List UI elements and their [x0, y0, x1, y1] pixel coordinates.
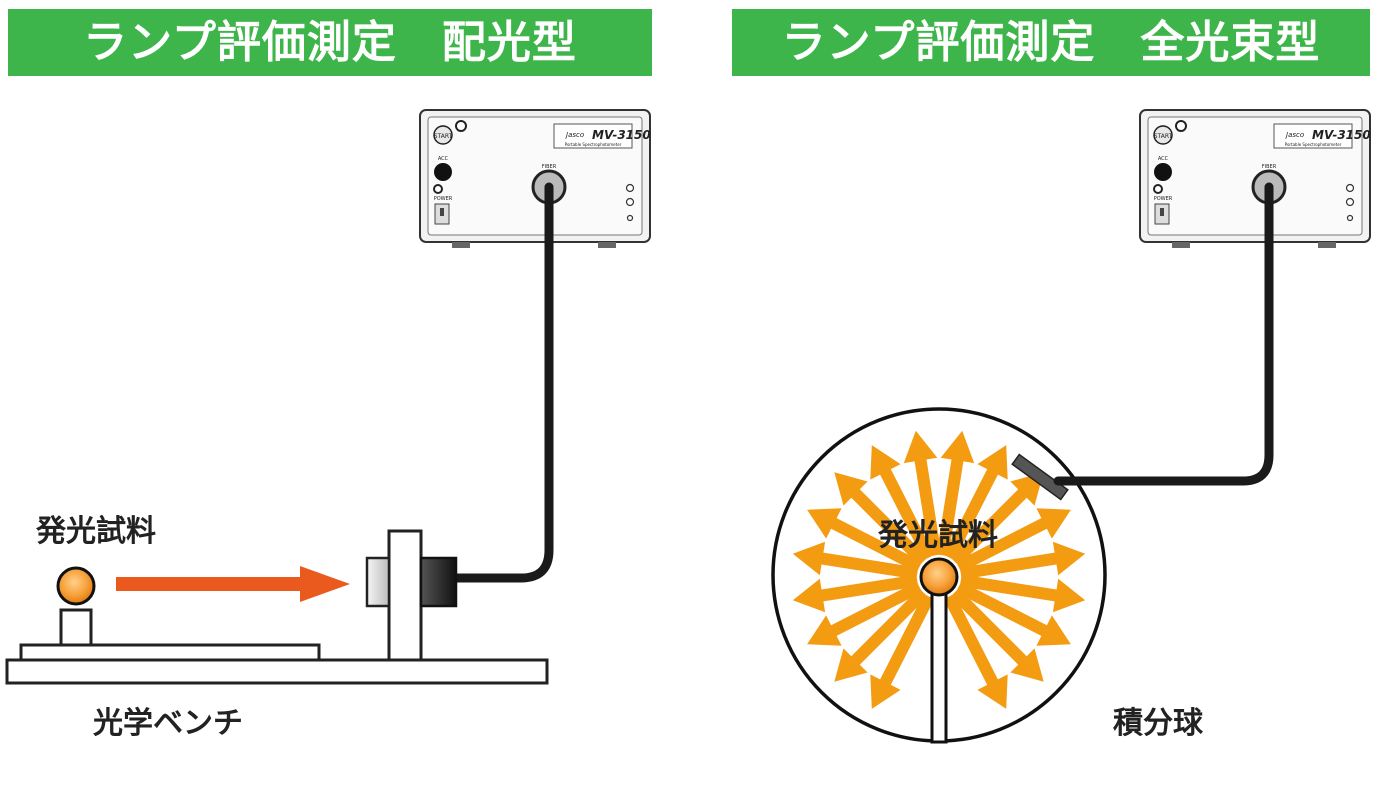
- light-ray-arrow: [903, 430, 942, 557]
- model-name: MV-3150: [1312, 128, 1371, 142]
- spectrophotometer-left: START Jasco MV-3150 Portable Spectrophot…: [419, 109, 651, 248]
- svg-text:POWER: POWER: [434, 196, 453, 202]
- light-ray-arrow: [950, 588, 1044, 682]
- light-ray-arrow: [959, 574, 1086, 613]
- svg-text:POWER: POWER: [1154, 196, 1173, 202]
- lamp-sample-right: [919, 557, 959, 597]
- light-ray-arrow: [870, 593, 935, 709]
- svg-text:FIBER: FIBER: [542, 164, 557, 170]
- sample-label-left: 発光試料: [35, 514, 156, 549]
- svg-text:ACC: ACC: [1158, 156, 1169, 162]
- lamp-sample-left: [56, 566, 96, 647]
- svg-text:Portable Spectrophotometer: Portable Spectrophotometer: [565, 142, 622, 147]
- start-button[interactable]: [433, 125, 453, 145]
- sample-label-right: 発光試料: [877, 518, 998, 553]
- fiber-cable-left: [451, 182, 554, 583]
- bench-label: 光学ベンチ: [93, 706, 243, 741]
- svg-text:START: START: [434, 133, 453, 140]
- light-ray-arrow: [955, 508, 1071, 573]
- light-ray-arrow: [870, 445, 935, 561]
- light-ray-arrow: [943, 593, 1008, 709]
- title-banner-total-flux: ランプ評価測定 全光束型: [732, 9, 1370, 76]
- svg-text:FIBER: FIBER: [1262, 164, 1277, 170]
- title-banner-directional: ランプ評価測定 配光型: [8, 9, 652, 76]
- light-ray-arrow: [959, 541, 1086, 580]
- acc-button[interactable]: [434, 163, 452, 181]
- model-name: MV-3150: [592, 128, 651, 142]
- light-ray-arrow: [943, 445, 1008, 561]
- sphere-detector-port: [1011, 453, 1069, 501]
- light-ray-arrow: [936, 430, 975, 557]
- light-ray-arrow: [807, 508, 923, 573]
- svg-text:START: START: [1154, 133, 1173, 140]
- sphere-label: 積分球: [1113, 706, 1204, 741]
- light-ray-arrow: [955, 581, 1071, 646]
- detector-holder: [365, 529, 458, 662]
- light-ray-arrow: [792, 574, 919, 613]
- svg-text:ACC: ACC: [438, 156, 449, 162]
- light-ray-arrow: [834, 472, 928, 566]
- optical-bench: [5, 643, 549, 685]
- detector-head: [419, 556, 458, 608]
- acc-button[interactable]: [1154, 163, 1172, 181]
- light-ray-arrow: [792, 541, 919, 580]
- radiating-light-arrows: [792, 430, 1086, 709]
- svg-text:Portable Spectrophotometer: Portable Spectrophotometer: [1285, 142, 1342, 147]
- spectrophotometer-right: START Jasco MV-3150 Portable Spectrophot…: [1139, 109, 1371, 248]
- light-ray-arrow: [834, 588, 928, 682]
- light-ray-arrow: [950, 472, 1044, 566]
- lamp-post: [930, 590, 948, 744]
- fiber-cable-right: [1053, 182, 1274, 486]
- brand-logo: Jasco: [1284, 131, 1304, 139]
- light-beam-arrow: [116, 566, 350, 602]
- light-ray-arrow: [807, 581, 923, 646]
- brand-logo: Jasco: [564, 131, 584, 139]
- start-button[interactable]: [1153, 125, 1173, 145]
